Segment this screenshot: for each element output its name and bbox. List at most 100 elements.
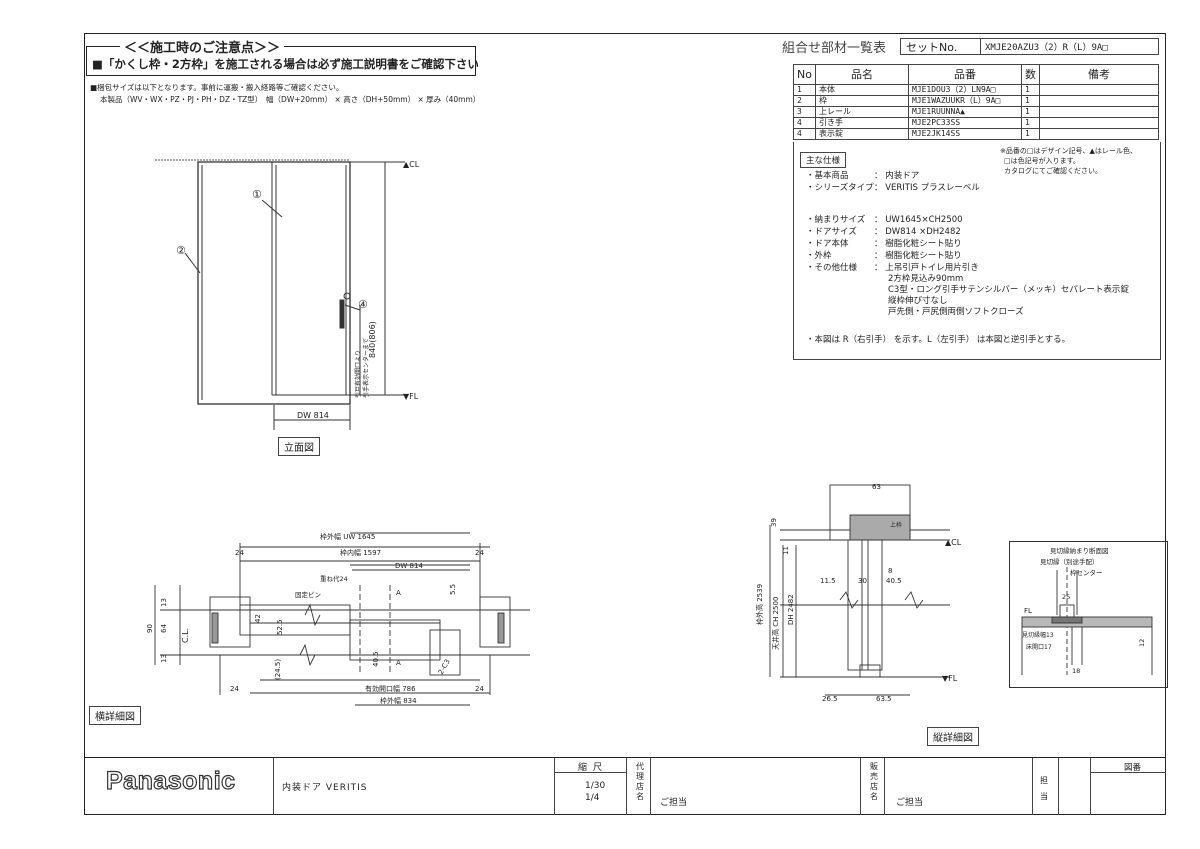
notice-warning: ■「かくし枠・2方枠」を施工される場合は必ず施工説明書をご確認下さい: [92, 57, 479, 71]
section-ch: 天井高 CH 2500: [771, 597, 780, 650]
elevation-dw: DW 814: [297, 411, 329, 420]
detail-mikiri: 見切縁幅13: [1022, 631, 1054, 639]
tb-divider: [884, 758, 885, 815]
row-code: MJE1RUUNNA▲: [907, 106, 1022, 118]
col-qty: 数: [1020, 64, 1040, 85]
set-no-value: XMJE20AZU3（2）R（L）9A□: [985, 43, 1108, 53]
spec-row: ・ドアサイズ： DW814 ×DH2482: [806, 225, 961, 237]
spec-extra: C3型・ロング引手サテンシルバー（メッキ）セパレート表示錠: [888, 285, 1129, 295]
plan-d64: 64: [160, 624, 168, 633]
detail-d18: 18: [1072, 667, 1080, 675]
detail-center: 枠センター: [1070, 568, 1103, 577]
zuban-label: 図番: [1124, 763, 1142, 773]
scale-1: 1/30: [585, 781, 606, 791]
plan-dw: DW 814: [395, 562, 423, 570]
plan-d405: 40.5: [372, 651, 380, 667]
elevation-handle-note-1: 引戸有効開口より: [354, 350, 362, 398]
row-name: 引き手: [814, 117, 909, 129]
row-note: [1038, 84, 1160, 96]
row-no: 2: [793, 95, 816, 107]
spec-label: ・シリーズタイプ: [806, 183, 874, 193]
callout-4: ④: [358, 298, 368, 311]
row-code: MJE2JK14SS: [907, 128, 1022, 140]
notice-heading: ＜＜施工時のご注意点＞＞: [120, 37, 285, 56]
spec-value: ： VERITIS プラスレーベル: [874, 183, 980, 193]
section-d405: 40.5: [886, 577, 902, 585]
set-no-box: [900, 38, 1159, 55]
sill-detail-drawing: 枠センター 25 FL 見切縁幅13 床開口17 12 18: [1021, 567, 1153, 675]
section-d265: 26.5: [822, 695, 838, 703]
plan-detail-drawing: 枠外幅 UW 1645 枠内幅 1597 DW 814 24 24 重ね代24 …: [146, 532, 530, 706]
parts-list-title: 組合せ部材一覧表: [782, 41, 887, 56]
tb-divider: [1090, 758, 1091, 815]
spec-row: ・ドア本体 ： 樹脂化粧シート貼り: [806, 237, 962, 249]
section-d39: 39: [770, 518, 778, 527]
elevation-fl: ▼FL: [403, 392, 419, 401]
spec-extra: 縦枠伸び寸なし: [888, 296, 948, 306]
spec-extra: 戸先側・戸尻側両側ソフトクローズ: [888, 307, 1024, 317]
brand-logo: Panasonic: [105, 766, 236, 795]
detail-subtitle: 見切縁（別途手配）: [1040, 558, 1099, 566]
callout-2: ②: [176, 244, 186, 257]
spec-label: ・ドア本体: [806, 239, 849, 249]
row-name: 上レール: [814, 106, 909, 118]
plan-out: 枠外幅 834: [380, 696, 417, 705]
tb-divider: [626, 758, 627, 815]
spec-label: ・外枠: [806, 251, 832, 261]
spec-value: ： 樹脂化粧シート貼り: [874, 239, 962, 249]
tantou-2: ご担当: [896, 798, 924, 808]
row-qty: 1: [1020, 117, 1040, 129]
plan-c3: 2-C3: [437, 658, 452, 676]
plan-cl: C.L.: [181, 628, 190, 643]
tb-divider: [554, 758, 555, 815]
section-d635: 63.5: [876, 695, 892, 703]
spec-row: ・基本商品： 内装ドア: [806, 169, 919, 181]
plan-d24-right: 24: [475, 549, 484, 557]
row-code: MJE2PC33SS: [907, 117, 1022, 129]
tb-divider: [273, 758, 274, 815]
table-row: 2 枠 MJE1WAZUUKR（L）9A□ 1: [793, 95, 1160, 107]
section-d11: 11: [782, 546, 790, 555]
plan-overlap: 重ね代24: [320, 574, 348, 583]
section-cl: ▲CL: [945, 538, 962, 547]
row-code: MJE1WAZUUKR（L）9A□: [907, 95, 1022, 107]
spec-label: ・その他仕様: [806, 263, 858, 273]
spec-label: ・納まりサイズ: [806, 215, 866, 225]
row-no: 1: [793, 84, 816, 96]
spec-extra: 2方枠見込み90mm: [888, 274, 964, 284]
row-no: 4: [793, 128, 816, 140]
plan-inner: 枠内幅 1597: [340, 548, 381, 557]
plan-d90: 90: [146, 624, 154, 633]
section-label: 縦詳細図: [927, 727, 979, 746]
tanto-label: 担当: [1040, 776, 1048, 801]
row-note: [1038, 95, 1160, 107]
plan-d13-bottom: 13: [160, 654, 168, 663]
plan-d245: (24.5): [274, 659, 282, 680]
scale-2: 1/4: [585, 793, 600, 803]
detail-fl: FL: [1024, 607, 1032, 615]
sill-detail-box: [1009, 541, 1168, 688]
spec-value: ： 樹脂化粧シート貼り: [874, 251, 962, 261]
spec-row: ・その他仕様 ： 上吊引戸トイレ用片引き: [806, 261, 979, 273]
spec-value: ： 上吊引戸トイレ用片引き: [874, 263, 979, 273]
tb-divider: [650, 758, 651, 815]
spec-label: ・ドアサイズ: [806, 227, 857, 237]
scale-label: 縮尺: [578, 763, 609, 773]
zuban-rule: [1090, 772, 1166, 773]
spec-remark: ・本図は R（右引手） を示す。L（左引手） は本図と逆引手とする。: [806, 335, 1071, 345]
detail-yuka: 床開口17: [1026, 643, 1052, 651]
spec-row: ・納まりサイズ： UW1645×CH2500: [806, 213, 963, 225]
plan-open: 有効開口幅 786: [365, 684, 416, 693]
plan-a-bottom: A: [396, 659, 401, 667]
row-code: MJE1DOU3（2）LN9A□: [907, 84, 1022, 96]
plan-uw: 枠外幅 UW 1645: [320, 532, 375, 541]
row-note: [1038, 117, 1160, 129]
section-fl: ▼FL: [942, 674, 958, 683]
plan-a-top: A: [396, 589, 401, 597]
drawing-sheet: [84, 33, 1166, 815]
plan-d13-top: 13: [160, 598, 168, 607]
title-block: [84, 757, 1166, 758]
row-qty: 1: [1020, 106, 1040, 118]
plan-d42: 42: [254, 614, 262, 623]
detail-d12: 12: [1138, 639, 1146, 647]
